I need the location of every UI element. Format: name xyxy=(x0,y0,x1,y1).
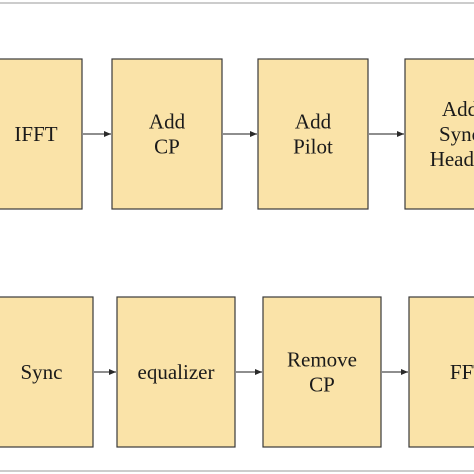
sync-block xyxy=(0,296,94,448)
equalizer-label-line: equalizer xyxy=(138,360,215,384)
add-pilot-block xyxy=(257,58,369,210)
fft-label-line: FFT xyxy=(450,360,474,384)
fft-block xyxy=(408,296,474,448)
remove-cp-label-line: CP xyxy=(309,373,335,397)
remove-cp-block xyxy=(262,296,382,448)
add-sync-header-label-line: Header xyxy=(430,147,474,171)
equalizer-block xyxy=(116,296,236,448)
add-pilot-label-line: Add xyxy=(295,110,332,134)
sync-label-line: Sync xyxy=(21,360,63,384)
add-pilot-label-line: Pilot xyxy=(293,135,333,159)
add-cp-label-line: Add xyxy=(149,110,186,134)
add-sync-header-label-line: Add xyxy=(442,97,474,121)
ifft-block xyxy=(0,58,83,210)
remove-cp-label-line: Remove xyxy=(287,348,357,372)
transmitter-row: IFFTAddCPAddPilotAddSyncHeader xyxy=(0,58,474,210)
add-cp-block xyxy=(111,58,223,210)
ifft-label-line: IFFT xyxy=(14,122,57,146)
add-sync-header-label-line: Sync xyxy=(439,122,474,146)
add-cp-label-line: CP xyxy=(154,135,180,159)
add-sync-header-block xyxy=(404,58,474,210)
